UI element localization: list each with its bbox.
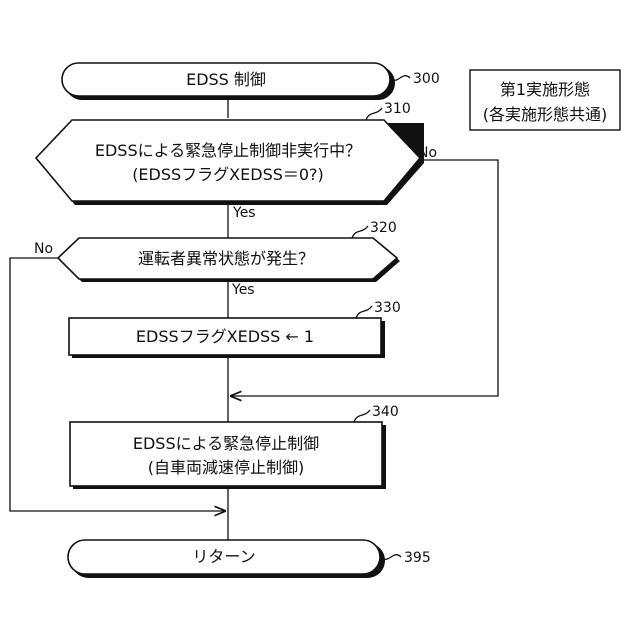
- decision-320-yes-label: Yes: [231, 282, 255, 298]
- ref-leader-340: [354, 410, 370, 422]
- decision-310-flag-condition: (EDSSフラグXEDSS＝0?): [132, 165, 324, 184]
- ref-300: 300: [413, 71, 440, 87]
- ref-340: 340: [372, 404, 399, 420]
- ref-320: 320: [370, 220, 397, 236]
- embodiment-note-title: 第1実施形態: [500, 80, 590, 99]
- end-terminal: リターン 395: [68, 540, 431, 578]
- decision-310-question: EDSSによる緊急停止制御非実行中？: [95, 141, 361, 160]
- process-340-title: EDSSによる緊急停止制御: [133, 434, 319, 453]
- ref-330: 330: [374, 300, 401, 316]
- ref-310: 310: [384, 101, 411, 117]
- decision-320-question: 運転者異常状態が発生？: [138, 249, 314, 268]
- end-terminal-label: リターン: [192, 547, 255, 566]
- decision-310: EDSSによる緊急停止制御非実行中？ (EDSSフラグXEDSS＝0?) 310…: [36, 101, 437, 221]
- embodiment-note-subtitle: (各実施形態共通): [483, 105, 608, 124]
- process-330: EDSSフラグXEDSS ← 1 330: [69, 300, 401, 358]
- decision-310-no-label: No: [418, 145, 437, 161]
- ref-395: 395: [404, 550, 431, 566]
- ref-leader-320: [352, 226, 368, 238]
- decision-310-yes-label: Yes: [232, 205, 256, 221]
- ref-leader-310: [366, 108, 382, 120]
- process-340-subtitle: (自車両減速停止制御): [148, 458, 305, 477]
- decision-320-no-label: No: [34, 241, 53, 257]
- process-340: EDSSによる緊急停止制御 (自車両減速停止制御) 340: [70, 404, 399, 489]
- process-330-label: EDSSフラグXEDSS ← 1: [136, 327, 314, 346]
- decision-320: 運転者異常状態が発生？ 320 No Yes: [34, 220, 400, 298]
- decision-310-shape: [36, 120, 420, 201]
- embodiment-note: 第1実施形態 (各実施形態共通): [470, 70, 620, 130]
- start-terminal-label: EDSS 制御: [186, 70, 266, 89]
- ref-leader-330: [356, 306, 372, 318]
- start-terminal: EDSS 制御 300: [62, 63, 440, 100]
